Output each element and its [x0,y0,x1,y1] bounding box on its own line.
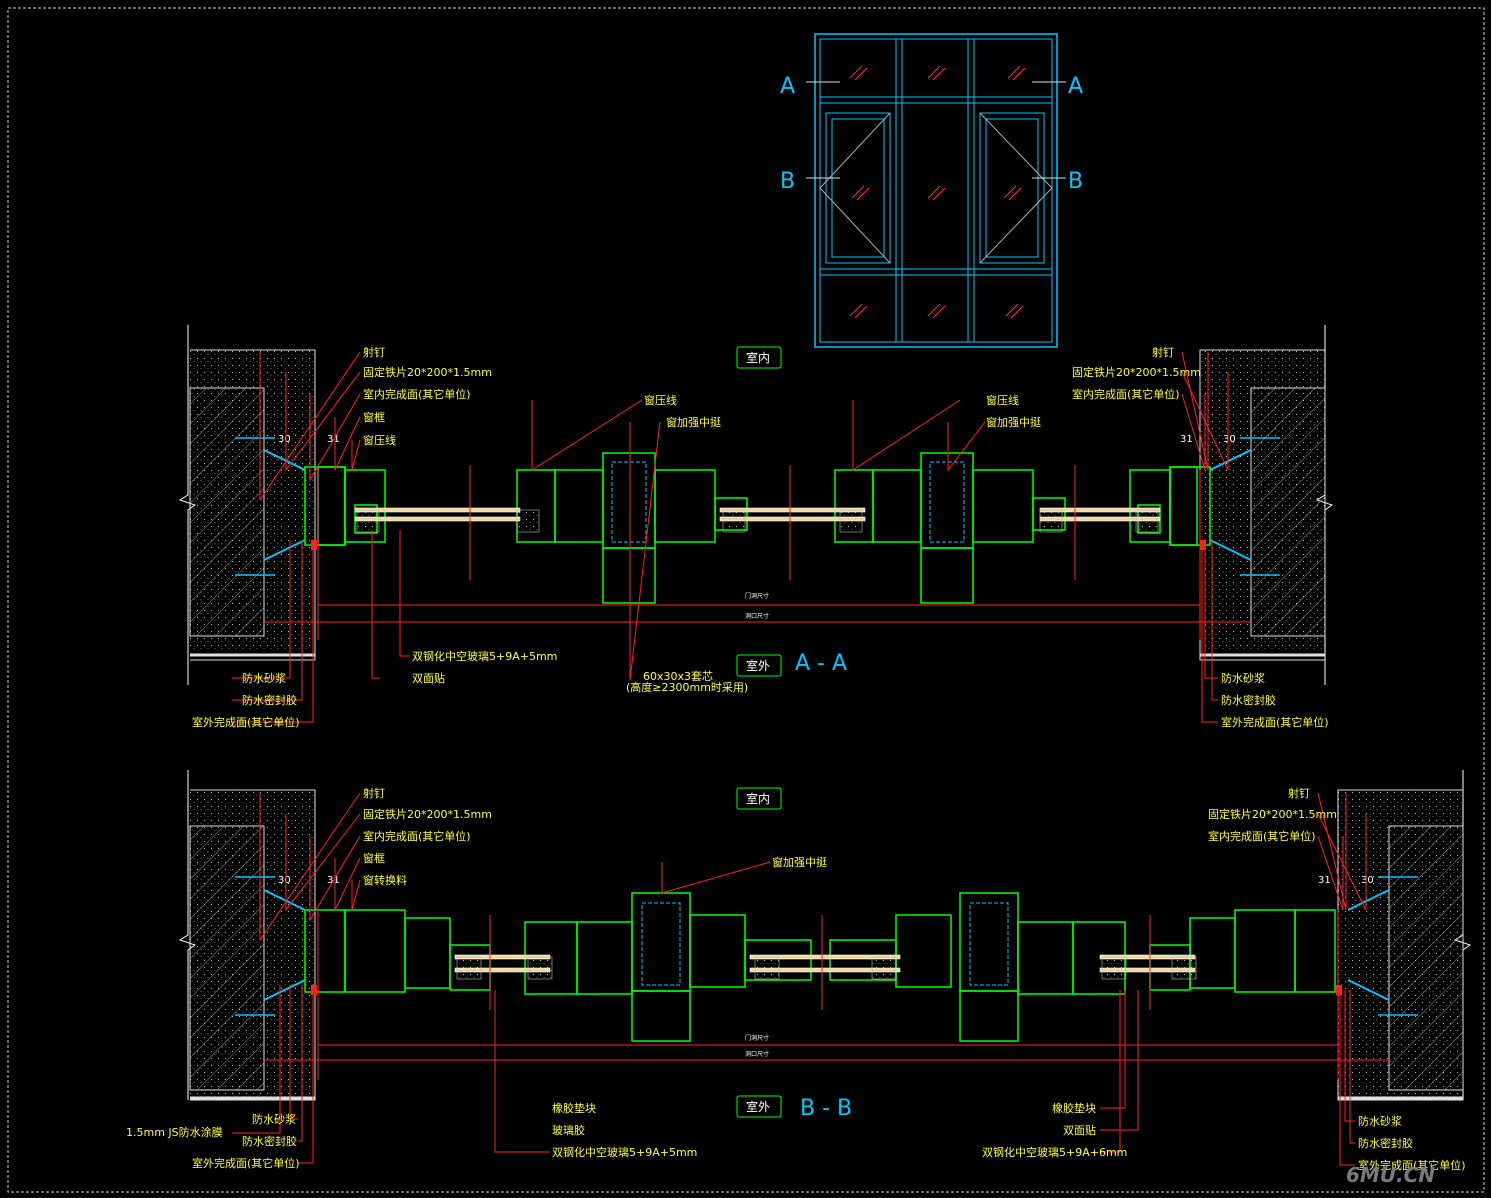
bb-mid-label: 窗加强中挺 [772,855,827,869]
aa-indoor-label: 室内 [746,350,770,365]
dim-30-right: 30 [1223,434,1236,445]
bb-outdoor-label: 室外 [746,1099,770,1114]
section-mark-b-left: B [780,169,795,194]
aa-core-label-1: 60x30x3套芯 [643,669,713,683]
aa-glass-label: 双钢化中空玻璃5+9A+5mm [412,649,557,663]
section-aa: 门洞尺寸 洞口尺寸 30 31 31 30 [178,325,1334,729]
bb-section-title: B - B [800,1096,852,1121]
door-hole-dim: 门洞尺寸 [745,592,769,600]
aa-left-label-3: 窗框 [363,410,385,424]
bb-center-label-1: 玻璃胶 [552,1123,585,1137]
aa-right-label-2: 室内完成面(其它单位) [1072,387,1180,401]
aa-core-label-2: (高度≥2300mm时采用) [626,680,748,694]
aa-right-label-1: 固定铁片20*200*1.5mm [1072,365,1201,379]
window-elevation: A A B B [780,33,1083,348]
bb-right-label-0: 射钉 [1288,786,1310,800]
bb-center-label-0: 橡胶垫块 [552,1101,596,1115]
aa-bottom-left-2: 室外完成面(其它单位) [192,715,300,729]
bb-indoor-label: 室内 [746,791,770,806]
bb-door-hole-dim: 门洞尺寸 [745,1034,769,1042]
bb-bottom-right-2: 室外完成面(其它单位) [1358,1158,1466,1172]
aa-mid2-label-1: 窗加强中挺 [986,415,1041,429]
aa-mid1-label-0: 窗压线 [644,393,677,407]
aa-right-label-0: 射钉 [1152,345,1174,359]
bb-left-label-2: 室内完成面(其它单位) [363,829,471,843]
bb-left-label-4: 窗转换料 [363,873,407,887]
bb-dim-30-right: 30 [1361,875,1374,886]
aa-bottom-right-0: 防水砂浆 [1221,671,1265,685]
aa-mid1-label-1: 窗加强中挺 [666,415,721,429]
bb-right-label-2: 室内完成面(其它单位) [1208,829,1316,843]
bb-dim-30-left: 30 [278,875,291,886]
bb-bottom-left-3: 室外完成面(其它单位) [192,1156,300,1170]
bb-bottom-left-1: 防水砂浆 [252,1112,296,1126]
aa-bottom-left-1: 防水密封胶 [242,693,297,707]
bb-left-label-1: 固定铁片20*200*1.5mm [363,807,492,821]
watermark: 6MU.CN [1346,1163,1435,1187]
bb-right-center-label-0: 橡胶垫块 [1052,1101,1096,1115]
section-mark-b-right: B [1068,169,1083,194]
sheet-border [7,7,1485,1193]
bb-left-label-0: 射钉 [363,786,385,800]
aa-left-label-2: 室内完成面(其它单位) [363,387,471,401]
bb-dim-31-right: 31 [1318,875,1331,886]
aa-left-label-0: 射钉 [363,345,385,359]
aa-outdoor-label: 室外 [746,658,770,673]
bb-left-label-3: 窗框 [363,851,385,865]
section-mark-a-left: A [780,74,795,99]
aa-left-label-4: 窗压线 [363,433,396,447]
dim-31-right: 31 [1180,434,1193,445]
opening-dim: 洞口尺寸 [745,612,769,620]
aa-tape-label: 双面贴 [412,671,445,685]
dim-30-left: 30 [278,434,291,445]
bb-opening-dim: 洞口尺寸 [745,1050,769,1058]
bb-center-label-2: 双钢化中空玻璃5+9A+5mm [552,1145,697,1159]
bb-bottom-left-0: 1.5mm JS防水涂膜 [126,1125,223,1139]
aa-bottom-right-1: 防水密封胶 [1221,693,1276,707]
bb-right-center-label-2: 双钢化中空玻璃5+9A+6mm [982,1145,1127,1159]
bb-bottom-right-1: 防水密封胶 [1358,1136,1413,1150]
aa-left-label-1: 固定铁片20*200*1.5mm [363,365,492,379]
bb-right-label-1: 固定铁片20*200*1.5mm [1208,807,1337,821]
aa-mid2-label-0: 窗压线 [986,393,1019,407]
aa-bottom-left-0: 防水砂浆 [242,671,286,685]
bb-bottom-right-0: 防水砂浆 [1358,1114,1402,1128]
bb-right-center-label-1: 双面贴 [1063,1123,1096,1137]
section-bb: 门洞尺寸 洞口尺寸 30 31 31 30 射钉 [126,770,1472,1172]
aa-bottom-right-2: 室外完成面(其它单位) [1221,715,1329,729]
bb-bottom-left-2: 防水密封胶 [242,1134,297,1148]
section-mark-a-right: A [1068,74,1083,99]
aa-section-title: A - A [795,651,847,676]
